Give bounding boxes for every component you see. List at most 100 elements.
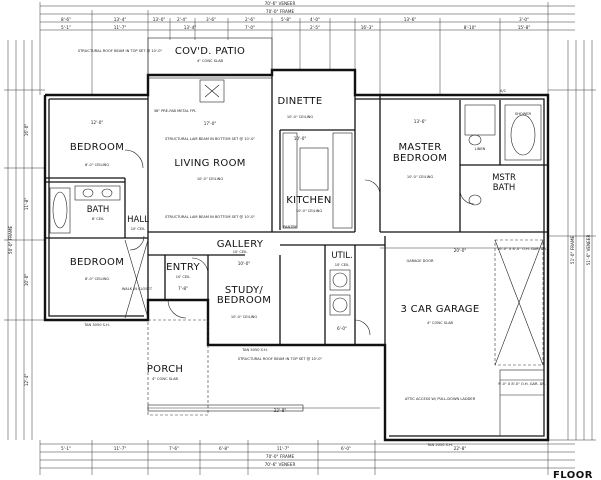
porch-note: 4" CONC SLAB	[152, 377, 179, 381]
top2-dim-0: 5'-1"	[61, 25, 71, 30]
garage-note: 4" CONC SLAB	[427, 321, 454, 325]
gallery-label: GALLERY	[217, 239, 264, 250]
fixtures	[49, 104, 542, 319]
dinette-label: DINETTE	[278, 96, 323, 107]
top-dim-9: 3'-0"	[519, 17, 529, 22]
mid-dim-0: 12'-0"	[91, 120, 104, 125]
study-ceil: 10'-0" CEILING	[231, 315, 258, 319]
right-overall-dim: 51'-6" VENEER	[586, 235, 591, 266]
study-label: STUDY/	[225, 285, 264, 296]
bed2-label: BEDROOM	[70, 257, 124, 268]
util-label: UTIL.	[331, 251, 352, 261]
top2-dim-1: 11'-7"	[114, 25, 127, 30]
top2-dim-7: 15'-8"	[518, 25, 531, 30]
right-frame-dim: 51'-0" FRAME	[570, 236, 575, 265]
master-label: MASTER	[399, 142, 442, 153]
bottom-dim-5: 6'-0"	[341, 446, 351, 451]
interior-dimensions: 12'-0" 17'-0" 10'-0" 13'-6" 10'-0" 7'-8"…	[91, 119, 545, 413]
lam-beam-note: STRUCTURAL LAM BEAM IN BOTTOM SET @ 10'-…	[165, 215, 255, 219]
patio-label: COV'D. PATIO	[175, 46, 245, 57]
top2-dim-5: 16'-3"	[361, 25, 374, 30]
mid-dim-7: 20'-0"	[454, 248, 467, 253]
top-frame-dim: 70'-0" FRAME	[266, 9, 295, 14]
fireplace-note: 36" PRE-FAB METAL FPL	[154, 109, 197, 113]
mid-dim-5: 7'-8"	[178, 286, 188, 291]
study-label-2: BEDROOM	[217, 295, 271, 306]
living-ceil: 10'-0" CEILING	[197, 177, 224, 181]
beam-top-note-2: STRUCTURAL ROOF BEAM IN TOP SET @ 10'-0"	[238, 357, 323, 361]
bed2-ceil: 8'-0" CEILING	[85, 277, 109, 281]
top2-dim-3: 7'-0"	[245, 25, 255, 30]
bottom-frame-dim: 70'-0" FRAME	[266, 454, 295, 459]
plan-title: FLOOR	[553, 470, 593, 480]
mid-dim-6: 6'-0"	[337, 326, 347, 331]
entry-label: ENTRY	[166, 262, 200, 273]
bottom-dim-6: 22'-8"	[454, 446, 467, 451]
top-dim-4: 3'-6"	[206, 17, 216, 22]
top2-dim-2: 13'-4"	[184, 25, 197, 30]
wall-note-3: TAN 2050 S.H.	[426, 443, 453, 447]
bath-ceil: 8' CEIL	[92, 217, 104, 221]
top-dim-5: 2'-6"	[245, 17, 255, 22]
top-overall-dim: 70'-6" VENEER	[265, 1, 296, 6]
header-note-2: 9'-0" X 8'-0" O.H. GAR. DR.	[498, 382, 546, 386]
top-dim-7: 4'-0"	[310, 17, 320, 22]
ac-label: A/C	[500, 89, 507, 93]
master-ceil: 10'-0" CEILING	[407, 175, 434, 179]
door-swings	[124, 149, 475, 336]
pantry-label: PANTRY	[283, 225, 298, 229]
covered-patio	[147, 37, 273, 103]
room-labels: COV'D. PATIO 4" CONC SLAB LIVING ROOM 10…	[70, 46, 532, 381]
living-label: LIVING ROOM	[174, 158, 245, 169]
garage-features	[494, 239, 545, 437]
wall-note-1: TAN 3050 S.H.	[83, 323, 110, 327]
mid-dim-8: 22'-8"	[274, 408, 287, 413]
annotation-notes: STRUCTURAL ROOF BEAM IN TOP SET @ 10'-0"…	[78, 49, 547, 447]
top-dim-1: 13'-4"	[114, 17, 127, 22]
bottom-dim-0: 5'-1"	[61, 446, 71, 451]
bottom-overall-dim: 70'-6" VENEER	[265, 462, 296, 467]
bed1-label: BEDROOM	[70, 142, 124, 153]
mstr-bath-label-2: BATH	[493, 183, 516, 193]
entry-ceil: 10' CEIL	[176, 275, 191, 279]
mid-dim-2: 10'-0"	[238, 261, 251, 266]
left-dim-1: 11'-8"	[24, 198, 29, 211]
linen-label: LINEN	[475, 147, 486, 151]
bottom-dim-2: 7'-6"	[169, 446, 179, 451]
lam-beam-note-2: STRUCTURAL LAM BEAM IN BOTTOM SET @ 10'-…	[165, 137, 255, 141]
kitchen-ceil: 10'-0" CEILING	[296, 209, 323, 213]
porch-label: PORCH	[147, 364, 183, 375]
walk-closet-label: WALK IN CLOSET	[122, 287, 153, 291]
garage-label: 3 CAR GARAGE	[401, 304, 480, 315]
left-dim-0: 16'-0"	[24, 124, 29, 137]
top2-dim-4: 2'-5"	[310, 25, 320, 30]
bed1-ceil: 8'-0" CEILING	[85, 163, 109, 167]
dinette-ceil: 10'-0" CEILING	[287, 115, 314, 119]
attic-note: ATTIC ACCESS W/ PULL-DOWN LADDER	[405, 397, 476, 401]
top2-dim-6: 8'-10"	[464, 25, 477, 30]
bottom-dim-3: 6'-8"	[219, 446, 229, 451]
bath-label: BATH	[87, 205, 110, 215]
mid-dim-1: 17'-0"	[204, 121, 217, 126]
bottom-dim-4: 11'-7"	[277, 446, 290, 451]
top-dim-3: 2'-4"	[177, 17, 187, 22]
mstr-bath-label: MSTR	[492, 173, 516, 183]
top-dim-8: 13'-6"	[404, 17, 417, 22]
bottom-dim-1: 11'-7"	[114, 446, 127, 451]
beam-top-note: STRUCTURAL ROOF BEAM IN TOP SET @ 10'-0"	[78, 49, 163, 53]
top-dim-6: 5'-8"	[281, 17, 291, 22]
left-dim-3: 12'-4"	[24, 374, 29, 387]
kitchen-label: KITCHEN	[286, 195, 331, 206]
gallery-ceil: 10' CEIL	[233, 250, 248, 254]
dimension-texts: 70'-6" VENEER 70'-0" FRAME 8'-6" 13'-4" …	[8, 1, 591, 467]
master-label-2: BEDROOM	[393, 153, 447, 164]
hall-label: HALL	[127, 215, 149, 225]
shower-label: SHOWER	[515, 112, 532, 116]
patio-note: 4" CONC SLAB	[197, 59, 224, 63]
top-dim-0: 8'-6"	[61, 17, 71, 22]
util-ceil: 10' CEIL	[335, 263, 350, 267]
left-overall-dim: 50'-0" FRAME	[8, 226, 13, 255]
mid-dim-4: 10'-0"	[294, 136, 307, 141]
left-dim-2: 10'-0"	[24, 274, 29, 287]
